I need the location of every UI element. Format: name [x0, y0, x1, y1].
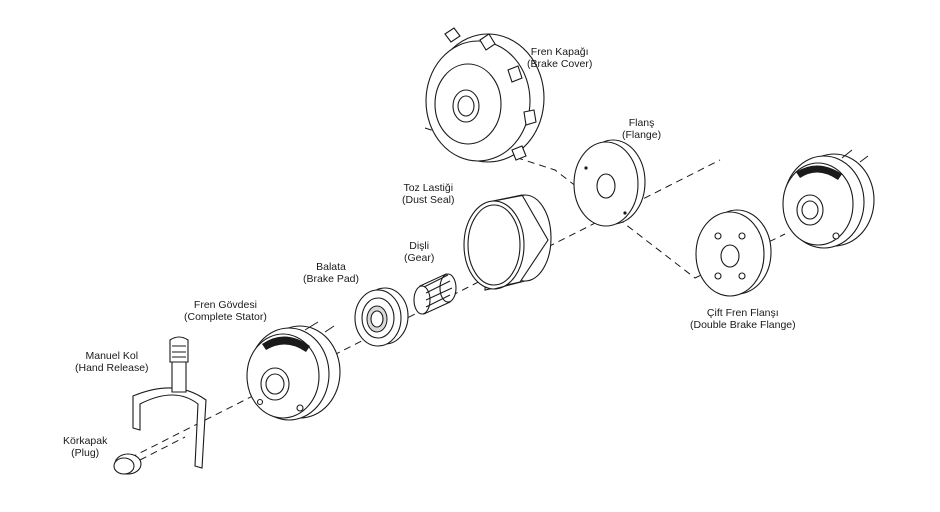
label-gear-en: (Gear)	[404, 252, 435, 264]
label-dust-seal-tr: Toz Lastiği	[403, 182, 454, 194]
plug-part	[113, 453, 142, 475]
flange-part	[573, 139, 646, 227]
label-plug-en: (Plug)	[71, 447, 100, 459]
label-double-brake-flange-tr: Çift Fren Flanşı	[706, 307, 779, 319]
label-flange: Flanş (Flange)	[622, 117, 661, 141]
gear-part	[413, 273, 457, 315]
label-hand-release: Manuel Kol (Hand Release)	[75, 350, 149, 374]
plug-axis	[139, 436, 186, 461]
label-plug: Körkapak (Plug)	[63, 435, 107, 459]
label-flange-tr: Flanş	[628, 117, 655, 129]
label-brake-cover-tr: Fren Kapağı	[530, 46, 589, 58]
label-brake-cover-en: (Brake Cover)	[527, 58, 593, 70]
label-dust-seal-en: (Dust Seal)	[402, 194, 455, 206]
brake-cover-part	[425, 27, 545, 163]
label-complete-stator-tr: Fren Gövdesi	[193, 299, 257, 311]
label-brake-cover: Fren Kapağı (Brake Cover)	[527, 46, 592, 70]
label-complete-stator-en: (Complete Stator)	[184, 311, 267, 323]
label-gear-tr: Dişli	[409, 240, 430, 252]
hand-release-part	[132, 336, 207, 469]
label-double-brake-flange: Çift Fren Flanşı (Double Brake Flange)	[690, 307, 796, 331]
second-stator-part	[782, 149, 875, 249]
complete-stator-part	[246, 321, 341, 421]
label-plug-tr: Körkapak	[63, 435, 108, 447]
label-flange-en: (Flange)	[622, 129, 662, 141]
label-brake-pad: Balata (Brake Pad)	[303, 261, 359, 285]
label-complete-stator: Fren Gövdesi (Complete Stator)	[184, 299, 267, 323]
double-brake-flange-part	[695, 209, 772, 297]
label-dust-seal: Toz Lastiği (Dust Seal)	[402, 182, 455, 206]
label-hand-release-en: (Hand Release)	[75, 362, 149, 374]
label-double-brake-flange-en: (Double Brake Flange)	[690, 319, 796, 331]
dust-seal-part	[463, 194, 552, 291]
brake-pad-part	[354, 287, 409, 347]
label-hand-release-tr: Manuel Kol	[85, 350, 139, 362]
label-brake-pad-tr: Balata	[316, 261, 346, 273]
label-gear: Dişli (Gear)	[404, 240, 434, 264]
label-brake-pad-en: (Brake Pad)	[303, 273, 360, 285]
